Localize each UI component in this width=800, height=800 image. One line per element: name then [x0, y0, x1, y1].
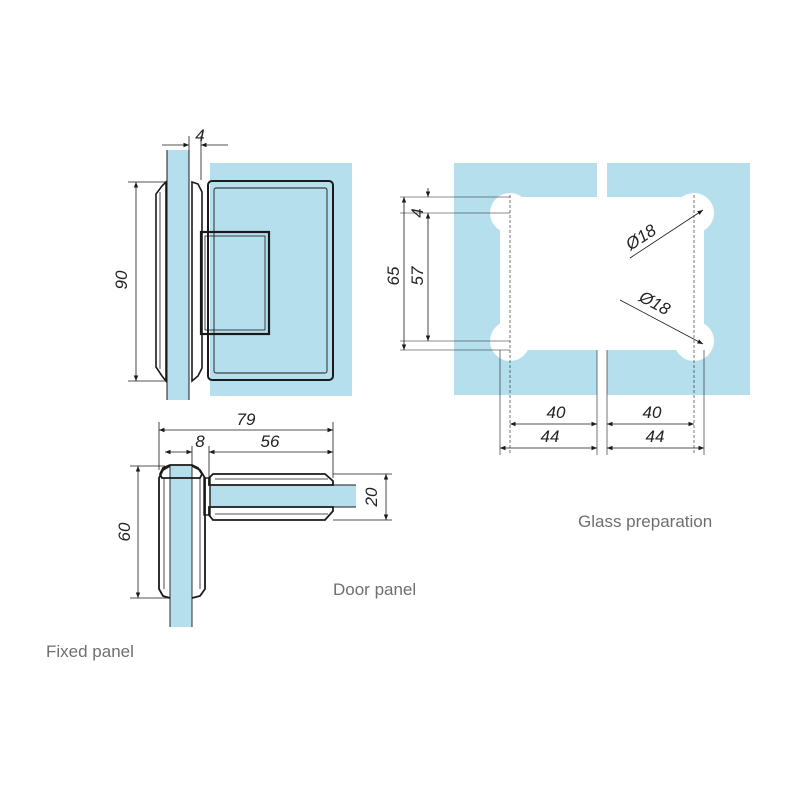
prep-hole-spacing-label: 57: [408, 266, 427, 285]
prep-left-inner-label: 40: [547, 403, 566, 422]
front-thickness-label: 4: [195, 126, 204, 145]
right-glass-plate: [607, 163, 750, 395]
caption-fixed-panel: Fixed panel: [46, 642, 134, 661]
top-view: 79 8 56 60 20: [115, 410, 392, 627]
caption-glass-preparation: Glass preparation: [578, 512, 712, 531]
top-fixed-part-label: 8: [195, 432, 205, 451]
top-door-part-label: 56: [261, 432, 280, 451]
front-view: 4 90: [112, 126, 352, 400]
fixed-side-plate: [155, 180, 167, 384]
prep-left-outer-label: 44: [541, 427, 560, 446]
glass-preparation-view: 4 65 57 Ø18 Ø18 40 40 44 44: [384, 163, 750, 455]
door-glass-section: [210, 485, 356, 507]
door-glass-panel: [210, 163, 352, 396]
front-height-label: 90: [112, 270, 131, 289]
prep-edge-offset-label: 4: [408, 208, 427, 217]
caption-door-panel: Door panel: [333, 580, 416, 599]
left-glass-plate: [454, 163, 597, 395]
fixed-glass-section: [170, 465, 192, 627]
door-side-thin-plate: [191, 180, 203, 383]
door-clamp-body: [208, 473, 334, 486]
fixed-clamp-body: [158, 465, 171, 599]
top-glass-label: 20: [362, 487, 381, 507]
prep-right-outer-label: 44: [646, 427, 665, 446]
hinge-body: [207, 180, 334, 381]
top-depth-label: 60: [115, 522, 134, 541]
prep-outer-spacing-label: 65: [384, 266, 403, 285]
top-total-width-label: 79: [237, 410, 256, 429]
prep-right-inner-label: 40: [643, 403, 662, 422]
hinge-pivot-box: [199, 230, 271, 336]
fixed-glass-panel: [167, 150, 189, 400]
